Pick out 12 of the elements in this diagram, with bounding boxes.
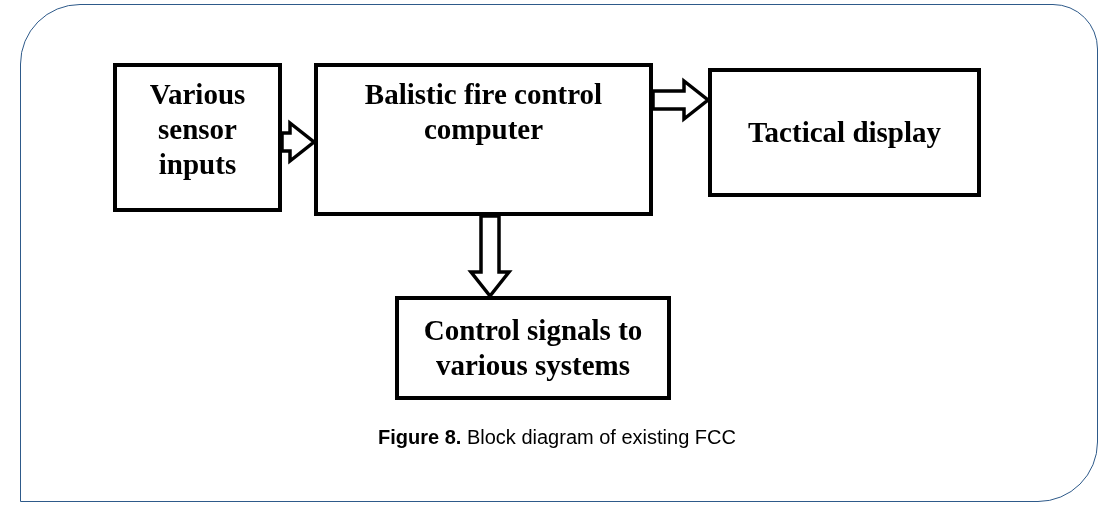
process-box (314, 63, 653, 216)
block-arrow (280, 119, 317, 165)
box-label: Balistic fire control computer (363, 77, 604, 147)
box-label: Various sensor inputs (148, 77, 247, 182)
process-box (708, 68, 981, 197)
figure-caption: Figure 8. Block diagram of existing FCC (378, 426, 736, 448)
block-arrow (467, 214, 513, 299)
box-label: Tactical display (747, 115, 942, 150)
process-box (395, 296, 671, 400)
process-box (113, 63, 282, 212)
block-arrow (651, 77, 711, 123)
box-label: Control signals to various systems (422, 313, 644, 383)
